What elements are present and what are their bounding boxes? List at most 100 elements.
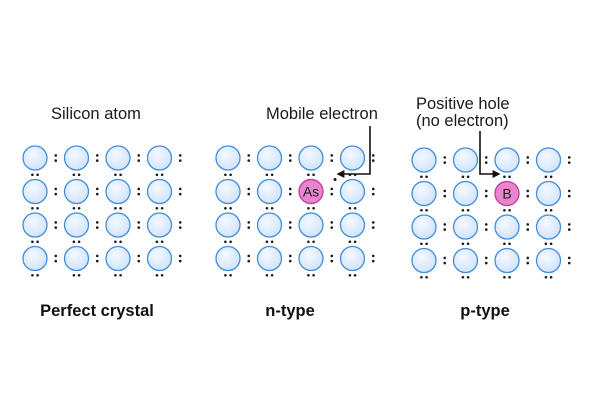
valence-electron — [178, 187, 182, 191]
silicon-atom — [339, 245, 366, 272]
valence-electron — [484, 228, 488, 231]
valence-electron — [443, 156, 447, 159]
valence-electron — [549, 208, 553, 212]
silicon-atom — [494, 247, 520, 274]
dopant-atom — [494, 180, 520, 207]
silicon-atom — [105, 178, 131, 205]
silicon-atom — [22, 245, 48, 272]
silicon-atom — [339, 212, 366, 238]
valence-electron — [425, 208, 428, 212]
valence-electron — [484, 156, 488, 159]
valence-electron — [461, 175, 465, 179]
silicon-atom — [256, 178, 283, 205]
valence-electron — [224, 240, 227, 244]
valence-electron — [348, 206, 352, 210]
silicon-atom — [452, 247, 479, 274]
valence-electron — [371, 154, 375, 157]
valence-electron — [247, 226, 251, 229]
perfect-crystal-title: Perfect crystal — [40, 302, 154, 320]
valence-electron — [54, 221, 58, 224]
valence-electron — [247, 159, 251, 162]
perfect-crystal-lattice — [22, 145, 182, 277]
annotation-pointers — [336, 126, 501, 178]
valence-electron — [77, 206, 81, 210]
valence-electron — [348, 240, 352, 244]
valence-electron — [31, 273, 34, 277]
valence-electron — [95, 221, 99, 224]
valence-electron — [567, 194, 571, 198]
valence-electron — [330, 259, 334, 263]
dopant-label: As — [303, 184, 319, 200]
valence-electron — [484, 189, 488, 193]
valence-electron — [31, 240, 34, 244]
valence-electron — [526, 223, 530, 226]
valence-electron — [461, 275, 465, 279]
valence-electron — [155, 206, 159, 210]
silicon-atom — [63, 212, 90, 238]
valence-electron — [307, 273, 310, 277]
silicon-atom — [63, 145, 90, 171]
silicon-atom — [452, 214, 479, 240]
no-electron-label: (no electron) — [416, 112, 509, 130]
silicon-atom — [411, 147, 437, 173]
valence-electron — [567, 228, 571, 231]
valence-electron — [567, 161, 571, 164]
silicon-atom — [215, 178, 241, 205]
valence-electron — [155, 173, 159, 177]
valence-electron — [503, 175, 506, 179]
valence-electron — [36, 206, 39, 210]
valence-electron — [247, 254, 251, 258]
valence-electron — [425, 175, 428, 179]
valence-electron — [348, 273, 352, 277]
mobile-electron — [333, 178, 337, 181]
valence-electron — [461, 242, 465, 246]
valence-electron — [114, 206, 117, 210]
valence-electron — [229, 173, 232, 177]
valence-electron — [307, 240, 310, 244]
valence-electron — [330, 159, 334, 162]
silicon-atom — [146, 245, 173, 272]
valence-electron — [36, 273, 39, 277]
valence-electron — [288, 221, 292, 224]
silicon-atom — [146, 212, 173, 238]
valence-electron — [155, 240, 159, 244]
valence-electron — [330, 154, 334, 157]
valence-electron — [270, 173, 274, 177]
valence-electron — [137, 154, 141, 157]
valence-electron — [443, 261, 447, 265]
silicon-atom — [63, 178, 90, 205]
silicon-atom — [298, 145, 324, 171]
n-type-title: n-type — [265, 302, 315, 320]
valence-electron — [288, 254, 292, 258]
p-type-title: p-type — [460, 302, 510, 320]
n-type-lattice: As — [215, 145, 375, 277]
valence-electron — [54, 187, 58, 191]
valence-electron — [312, 273, 315, 277]
valence-electron — [526, 161, 530, 164]
valence-electron — [330, 187, 334, 191]
valence-electron — [508, 242, 511, 246]
valence-electron — [420, 242, 423, 246]
valence-electron — [330, 221, 334, 224]
silicon-atom-label: Silicon atom — [51, 105, 141, 123]
valence-electron — [526, 156, 530, 159]
valence-electron — [567, 261, 571, 265]
silicon-atom — [411, 180, 437, 207]
valence-electron — [544, 275, 548, 279]
valence-electron — [567, 256, 571, 260]
valence-electron — [567, 189, 571, 193]
valence-electron — [466, 275, 470, 279]
valence-electron — [137, 192, 141, 196]
silicon-atom — [22, 145, 48, 171]
valence-electron — [503, 208, 506, 212]
valence-electron — [425, 242, 428, 246]
silicon-atom — [215, 245, 241, 272]
silicon-atom — [22, 212, 48, 238]
valence-electron — [54, 154, 58, 157]
valence-electron — [137, 259, 141, 263]
silicon-atom — [535, 214, 562, 240]
silicon-atom — [494, 214, 520, 240]
silicon-atom — [256, 212, 283, 238]
silicon-atom — [63, 245, 90, 272]
